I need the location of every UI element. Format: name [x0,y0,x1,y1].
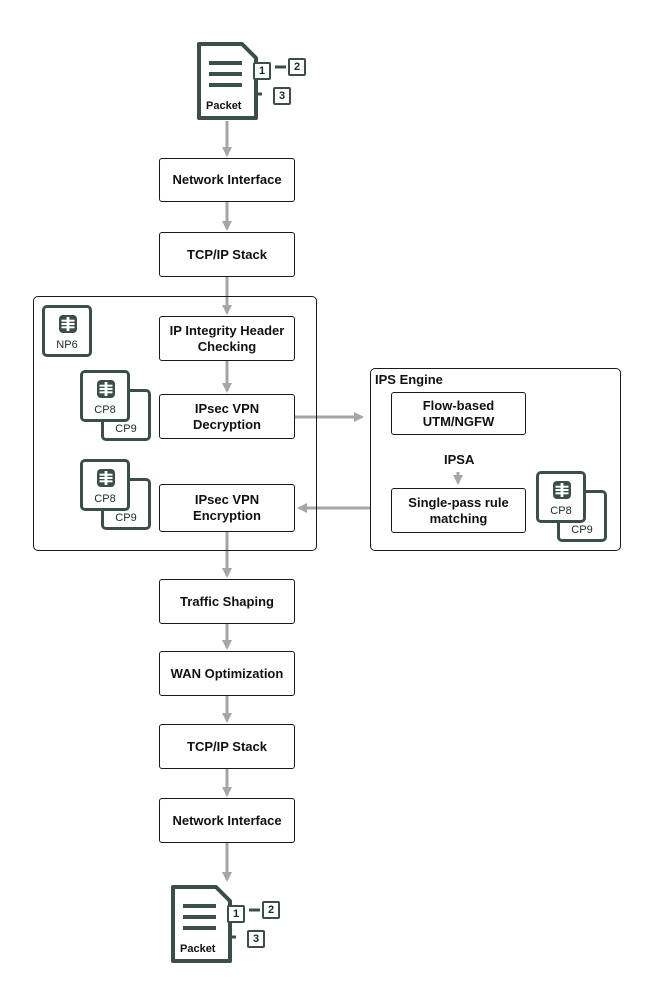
cp9-label: CP9 [115,512,137,524]
packet-icon-top: Packet 1 2 3 [196,41,306,123]
tcpip-stack-out: TCP/IP Stack [159,724,295,769]
ipsa-label: IPSA [444,452,475,467]
badge-1: 1 [227,905,245,923]
single-pass-rule-matching: Single-pass rule matching [391,488,526,533]
document-icon [197,42,286,120]
badge-3: 3 [247,930,265,948]
packet-label: Packet [206,100,242,112]
cp8-chip-decrypt: CP8 [80,370,130,422]
cp8-label: CP8 [550,505,572,517]
packet-icon-bottom: Packet 1 2 3 [170,884,280,966]
document-icon [171,885,260,963]
cp8-label: CP8 [94,493,116,505]
cp8-chip-ips: CP8 [536,471,586,523]
badge-3: 3 [273,87,291,105]
badge-1: 1 [253,62,271,80]
cp8-label: CP8 [94,404,116,416]
badge-2: 2 [262,901,280,919]
ips-engine-title: IPS Engine [375,372,443,387]
ips-engine-frame [370,368,621,551]
fortinet-logo-icon [59,315,77,333]
cp9-label: CP9 [571,524,593,536]
cp9-label: CP9 [115,423,137,435]
fortinet-logo-icon [553,481,571,499]
ipsec-vpn-decryption: IPsec VPN Decryption [159,394,295,439]
network-interface-out: Network Interface [159,798,295,843]
fortinet-logo-icon [97,380,115,398]
packet-label: Packet [180,943,216,955]
np6-label: NP6 [56,339,78,351]
network-interface-in: Network Interface [159,158,295,202]
flow-based-utm-ngfw: Flow-based UTM/NGFW [391,392,526,435]
cp8-chip-encrypt: CP8 [80,459,130,511]
badge-2: 2 [288,58,306,76]
traffic-shaping: Traffic Shaping [159,579,295,624]
np-processing-frame [33,296,317,551]
np6-chip: NP6 [42,305,92,357]
wan-optimization: WAN Optimization [159,651,295,696]
ipsec-vpn-encryption: IPsec VPN Encryption [159,484,295,532]
fortinet-logo-icon [97,469,115,487]
tcpip-stack-in: TCP/IP Stack [159,232,295,277]
ip-integrity-header-checking: IP Integrity Header Checking [159,316,295,361]
